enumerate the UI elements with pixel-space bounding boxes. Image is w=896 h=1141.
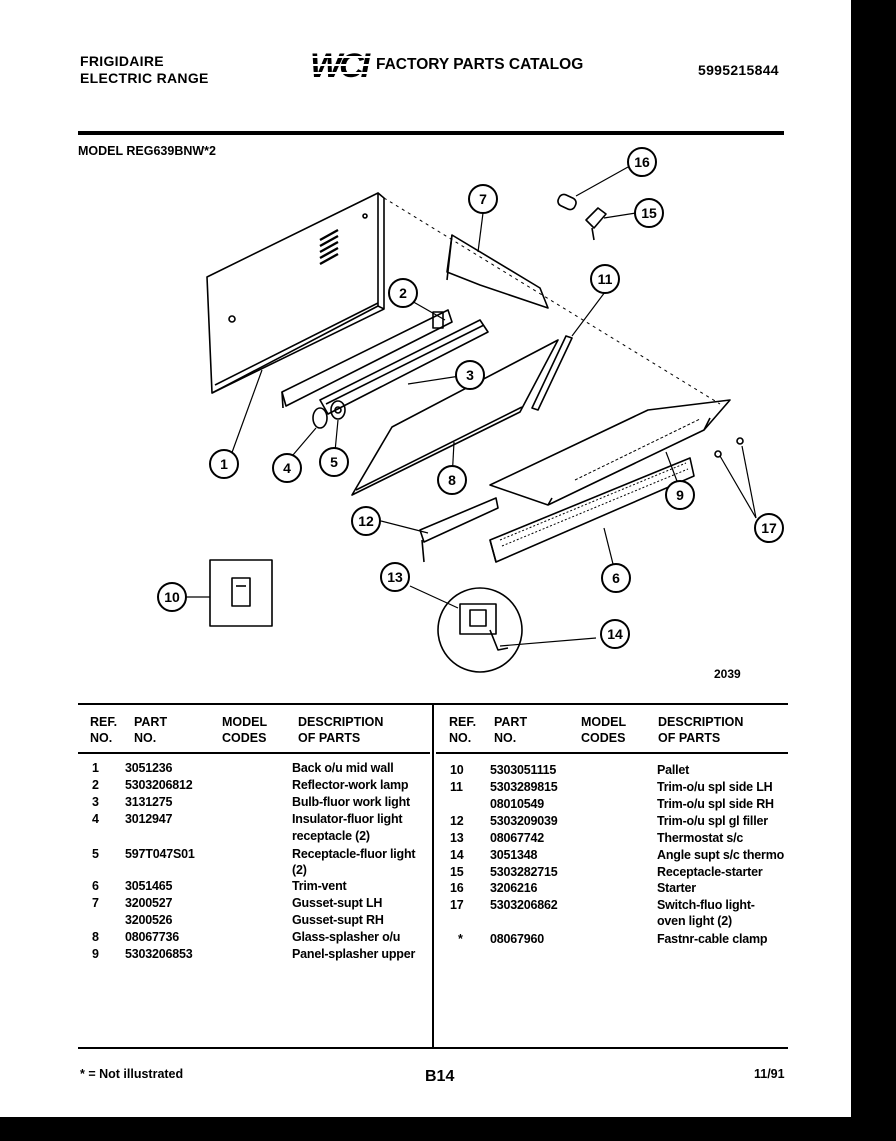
filler-trim <box>419 497 499 563</box>
receptacle <box>330 400 346 420</box>
callout-14: 14 <box>607 626 623 642</box>
screws <box>714 437 744 458</box>
model-label: MODEL REG639BNW*2 <box>78 144 216 158</box>
left-header-rule <box>78 752 430 754</box>
callout-2: 2 <box>399 285 407 301</box>
reflector <box>281 309 453 409</box>
insulator <box>312 407 328 429</box>
right-header-rule <box>436 752 788 754</box>
pallet <box>209 559 273 627</box>
fluor-bulb <box>319 319 489 415</box>
right-header-ref: REF.NO. <box>449 715 477 745</box>
callout-9: 9 <box>676 487 684 503</box>
brand-line2: ELECTRIC RANGE <box>80 70 209 86</box>
brand-line1: FRIGIDAIRE <box>80 53 164 69</box>
footer-note: * = Not illustrated <box>80 1067 184 1081</box>
upper-panel <box>489 399 731 506</box>
callout-12: 12 <box>358 513 374 529</box>
table-top-rule <box>78 703 788 705</box>
callout-8: 8 <box>448 472 456 488</box>
catalog-number: 5995215844 <box>698 62 779 78</box>
starter <box>557 193 577 211</box>
callout-16: 16 <box>634 154 650 170</box>
footer-date: 11/91 <box>754 1067 785 1081</box>
table-divider <box>432 705 434 1047</box>
starter-receptacle <box>585 207 607 241</box>
wci-logo: WCI <box>308 44 376 85</box>
callout-1: 1 <box>220 456 228 472</box>
callout-10: 10 <box>164 589 180 605</box>
page-number: B14 <box>425 1068 455 1085</box>
left-header-ref: REF.NO. <box>90 715 118 745</box>
thermostat-detail <box>437 587 523 673</box>
side-trim <box>531 335 573 411</box>
catalog-page: FRIGIDAIRE ELECTRIC RANGE WCI FACTORY PA… <box>0 0 851 1117</box>
callout-3: 3 <box>466 367 474 383</box>
back-wall-panel <box>206 192 385 394</box>
callout-17: 17 <box>761 520 777 536</box>
callout-13: 13 <box>387 569 403 585</box>
table-bottom-rule <box>78 1047 788 1049</box>
callout-4: 4 <box>283 460 291 476</box>
vent-trim <box>489 457 695 563</box>
glass-splasher <box>351 339 559 496</box>
catalog-title: FACTORY PARTS CATALOG <box>376 56 584 73</box>
callout-11: 11 <box>598 271 613 287</box>
figure-number: 2039 <box>714 667 741 681</box>
header-rule <box>78 131 784 135</box>
callout-5: 5 <box>330 454 338 470</box>
callout-7: 7 <box>479 191 487 207</box>
callout-6: 6 <box>612 570 620 586</box>
exploded-parts-diagram: 1 2 3 4 5 6 7 8 9 10 11 12 13 14 15 16 1… <box>157 147 784 681</box>
callout-15: 15 <box>641 205 657 221</box>
gusset <box>446 234 549 309</box>
